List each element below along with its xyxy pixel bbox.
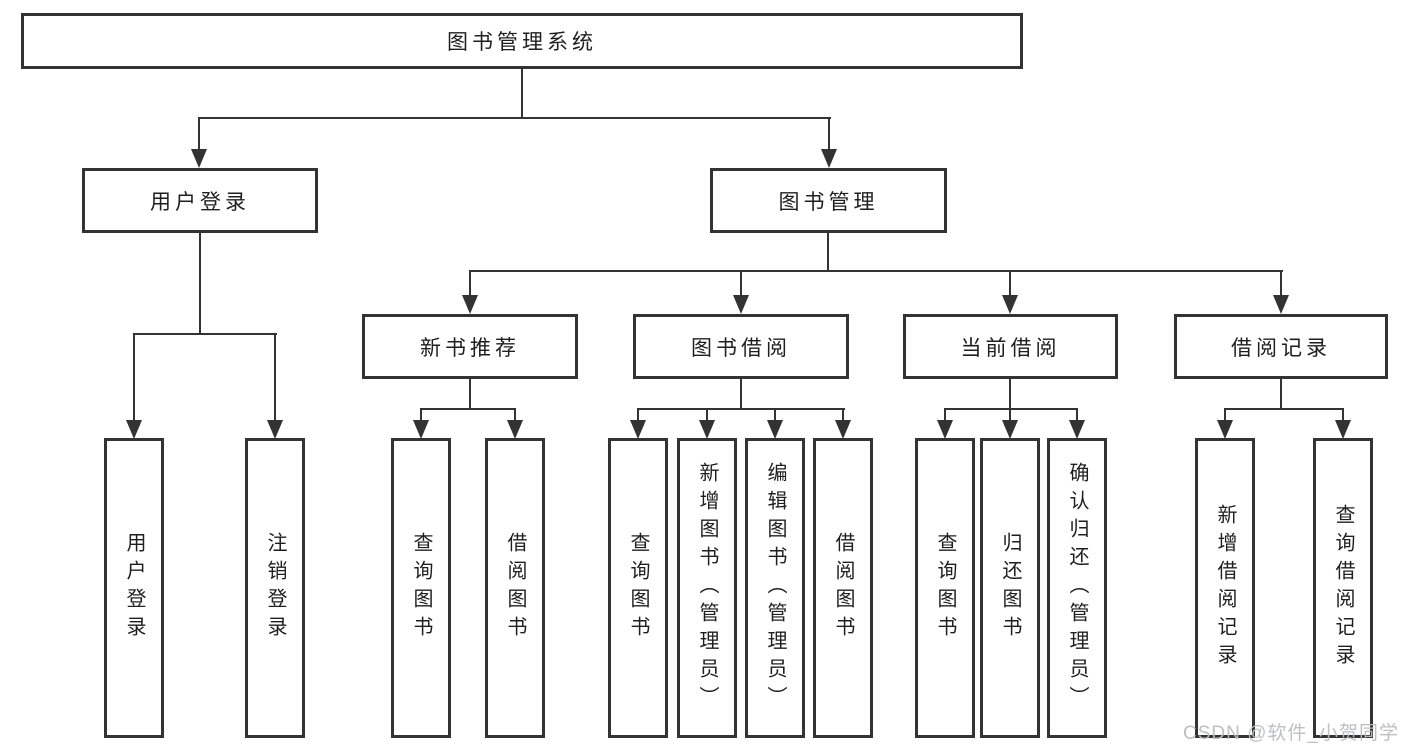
- node-root: 图书管理系统: [21, 13, 1023, 69]
- connector-borrow-record-drop: [1280, 271, 1282, 297]
- arrowhead-new-book-recommend: [462, 295, 478, 314]
- connector-level3-bus: [469, 270, 1283, 272]
- node-user-login: 用户登录: [82, 168, 318, 233]
- connector-book-borrow-stem: [740, 379, 742, 408]
- arrowhead-leaf-user-login: [126, 420, 142, 439]
- connector-leaf-rec-borrow-drop: [514, 409, 516, 421]
- connector-user-login-stem: [199, 233, 201, 334]
- leaf-user-login: 用户登录: [104, 438, 164, 738]
- csdn-watermark: CSDN @软件_小贺同学: [1183, 723, 1399, 744]
- connector-leaf-user-login-drop: [133, 334, 135, 421]
- connector-new-book-bus: [420, 408, 516, 410]
- arrowhead-leaf-bb-add: [699, 420, 715, 439]
- arrowhead-leaf-br-query: [1335, 420, 1351, 439]
- connector-book-management-stem: [827, 233, 829, 271]
- leaf-user-login-label: 用户登录: [123, 532, 145, 644]
- connector-current-borrow-bus: [944, 408, 1078, 410]
- arrowhead-leaf-rec-query: [413, 420, 429, 439]
- connector-leaf-logout-drop: [274, 334, 276, 421]
- connector-current-borrow-stem: [1009, 379, 1011, 408]
- leaf-borrow-query-book-label: 查询图书: [627, 532, 649, 644]
- node-book-borrow-label: 图书借阅: [691, 336, 791, 360]
- connector-leaf-br-query-drop: [1342, 409, 1344, 421]
- arrowhead-leaf-cb-query: [937, 420, 953, 439]
- leaf-current-return-book: 归还图书: [980, 438, 1040, 738]
- node-book-borrow: 图书借阅: [633, 314, 849, 379]
- connector-leaf-cb-return-drop: [1009, 409, 1011, 421]
- arrowhead-leaf-br-add: [1217, 420, 1233, 439]
- node-root-label: 图书管理系统: [447, 31, 597, 54]
- leaf-borrow-add-book-label: 新增图书（管理员）: [696, 462, 718, 714]
- connector-leaf-bb-borrow-drop: [842, 409, 844, 421]
- connector-leaf-bb-query-drop: [637, 409, 639, 421]
- connector-user-login-bus: [133, 333, 277, 335]
- node-new-book-recommend: 新书推荐: [362, 314, 578, 379]
- leaf-borrow-borrow-book: 借阅图书: [813, 438, 873, 738]
- node-current-borrow: 当前借阅: [903, 314, 1118, 379]
- arrowhead-borrow-record: [1273, 295, 1289, 314]
- connector-user-login-drop: [198, 118, 200, 150]
- connector-current-borrow-drop: [1009, 271, 1011, 297]
- connector-new-book-drop: [469, 271, 471, 297]
- node-book-management: 图书管理: [710, 168, 947, 233]
- connector-borrow-record-stem: [1280, 379, 1282, 408]
- node-borrow-record: 借阅记录: [1174, 314, 1388, 379]
- leaf-current-confirm-return-label: 确认归还（管理员）: [1066, 462, 1088, 714]
- arrowhead-user-login: [191, 149, 207, 168]
- connector-leaf-bb-edit-drop: [774, 409, 776, 421]
- leaf-current-query-book-label: 查询图书: [934, 532, 956, 644]
- leaf-logout: 注销登录: [245, 438, 305, 738]
- node-current-borrow-label: 当前借阅: [960, 336, 1061, 360]
- leaf-recommend-query-book-label: 查询图书: [410, 532, 432, 644]
- node-user-login-label: 用户登录: [150, 190, 250, 214]
- connector-book-borrow-drop: [740, 271, 742, 297]
- leaf-logout-label: 注销登录: [264, 532, 286, 644]
- arrowhead-leaf-rec-borrow: [507, 420, 523, 439]
- leaf-current-confirm-return: 确认归还（管理员）: [1047, 438, 1107, 738]
- connector-borrow-record-bus: [1224, 408, 1344, 410]
- leaf-borrow-add-book: 新增图书（管理员）: [677, 438, 737, 738]
- leaf-record-query-record: 查询借阅记录: [1313, 438, 1373, 738]
- arrowhead-leaf-logout: [267, 420, 283, 439]
- connector-root-stem: [521, 69, 523, 118]
- node-borrow-record-label: 借阅记录: [1231, 336, 1331, 360]
- connector-leaf-br-add-drop: [1224, 409, 1226, 421]
- arrowhead-leaf-cb-confirm: [1069, 420, 1085, 439]
- arrowhead-leaf-bb-query: [630, 420, 646, 439]
- leaf-borrow-borrow-book-label: 借阅图书: [832, 532, 854, 644]
- connector-book-borrow-bus: [637, 408, 845, 410]
- connector-book-management-drop: [828, 118, 830, 150]
- leaf-current-query-book: 查询图书: [915, 438, 975, 738]
- connector-leaf-cb-confirm-drop: [1076, 409, 1078, 421]
- arrowhead-current-borrow: [1002, 295, 1018, 314]
- arrowhead-book-management: [821, 149, 837, 168]
- leaf-current-return-book-label: 归还图书: [999, 532, 1021, 644]
- node-book-management-label: 图书管理: [778, 190, 879, 214]
- connector-leaf-bb-add-drop: [706, 409, 708, 421]
- leaf-borrow-edit-book: 编辑图书（管理员）: [745, 438, 805, 738]
- leaf-record-query-record-label: 查询借阅记录: [1332, 504, 1354, 672]
- connector-leaf-rec-query-drop: [420, 409, 422, 421]
- arrowhead-leaf-bb-borrow: [835, 420, 851, 439]
- node-new-book-recommend-label: 新书推荐: [420, 336, 520, 360]
- leaf-recommend-query-book: 查询图书: [391, 438, 451, 738]
- arrowhead-leaf-bb-edit: [767, 420, 783, 439]
- leaf-record-add-record-label: 新增借阅记录: [1214, 504, 1236, 672]
- leaf-borrow-query-book: 查询图书: [608, 438, 668, 738]
- leaf-recommend-borrow-book: 借阅图书: [485, 438, 545, 738]
- connector-level2-bus: [198, 117, 831, 119]
- leaf-record-add-record: 新增借阅记录: [1195, 438, 1255, 738]
- leaf-recommend-borrow-book-label: 借阅图书: [504, 532, 526, 644]
- leaf-borrow-edit-book-label: 编辑图书（管理员）: [764, 462, 786, 714]
- arrowhead-leaf-cb-return: [1002, 420, 1018, 439]
- connector-new-book-stem: [469, 379, 471, 408]
- arrowhead-book-borrow: [733, 295, 749, 314]
- connector-leaf-cb-query-drop: [944, 409, 946, 421]
